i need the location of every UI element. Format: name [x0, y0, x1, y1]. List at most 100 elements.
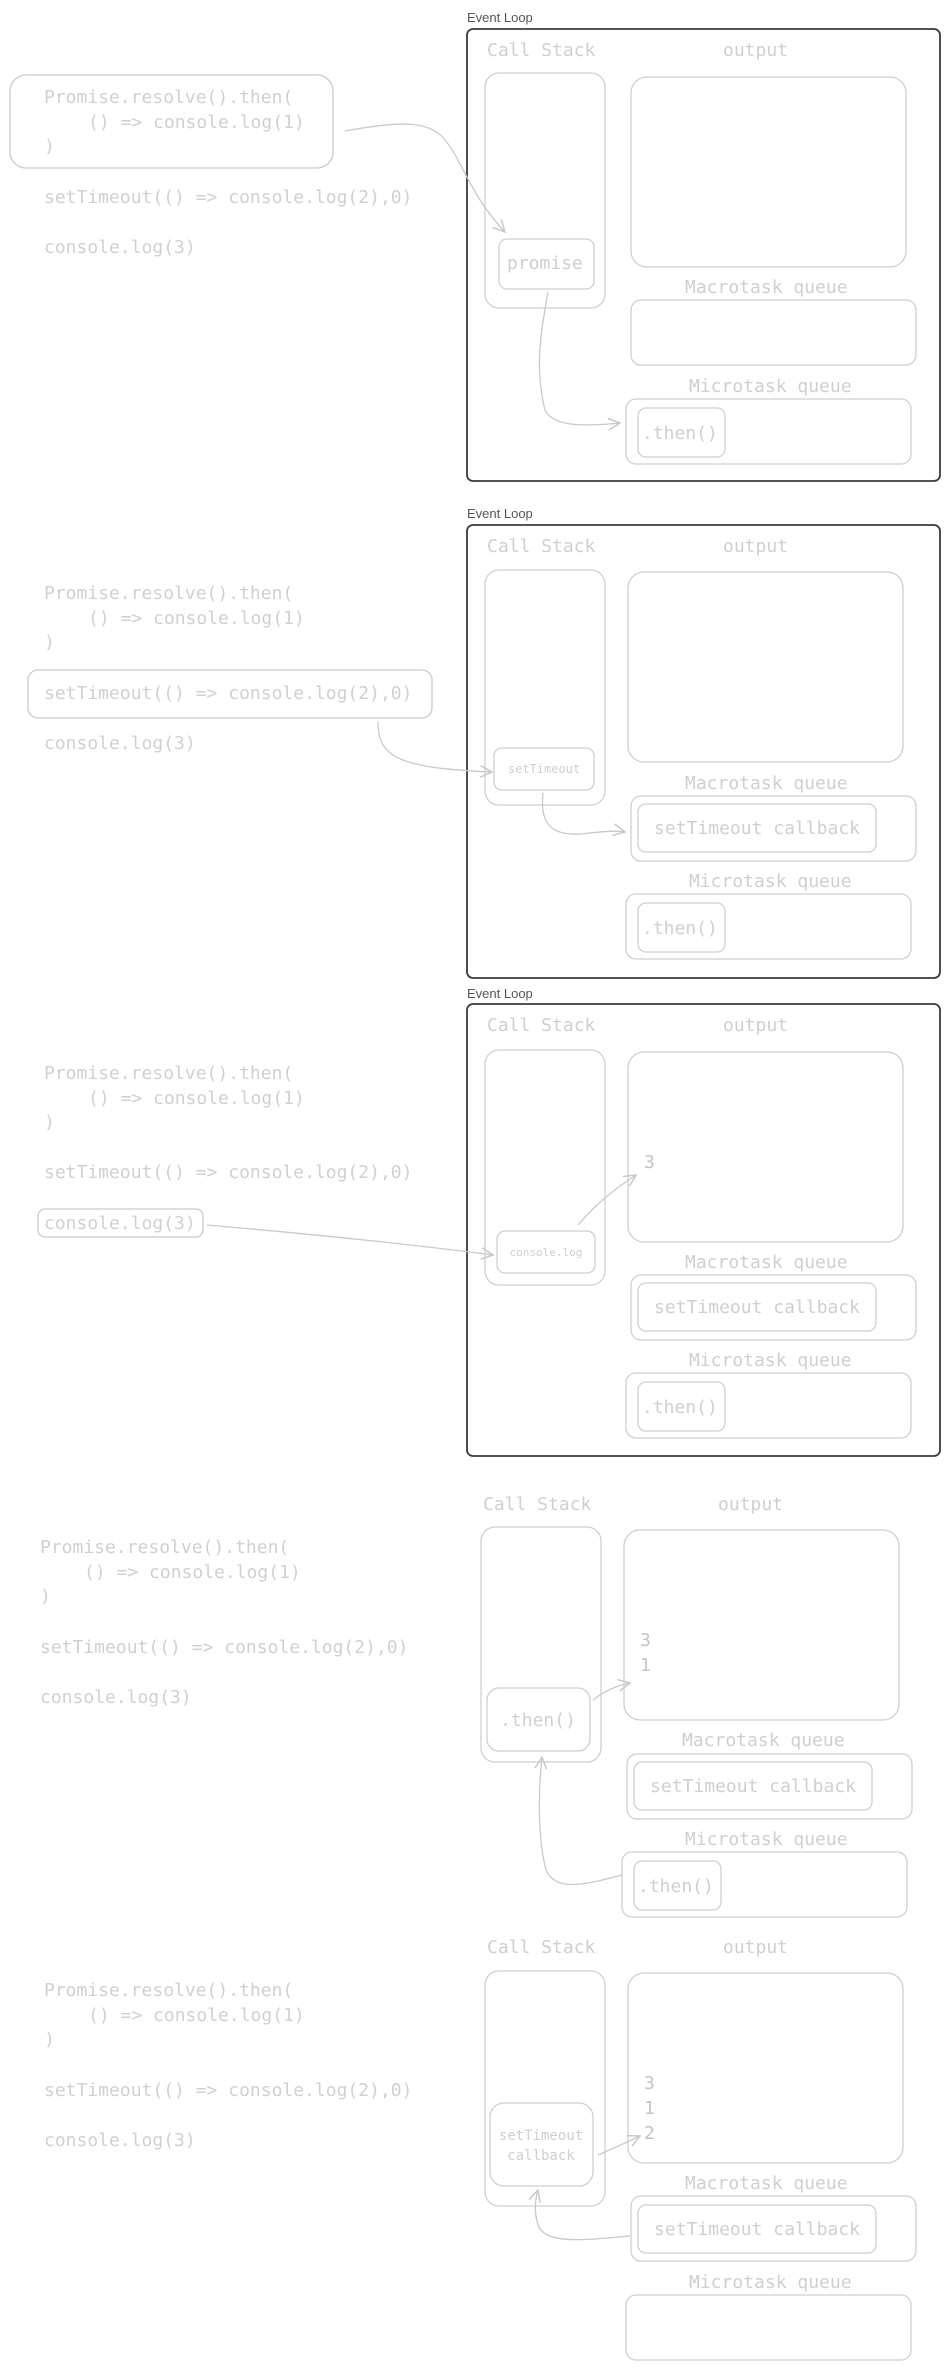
- microtask-queue-label: Microtask queue: [689, 2272, 852, 2293]
- code-line-1: Promise.resolve().then(: [44, 583, 293, 604]
- stack-item-promise-label: promise: [507, 253, 583, 274]
- arrow-stack-to-macrotask: [541, 792, 625, 834]
- event-loop-label: Event Loop: [467, 506, 533, 521]
- queue-item-settimeout-callback: [633, 1761, 873, 1811]
- microtask-queue-label: Microtask queue: [689, 376, 852, 397]
- panel-4: Promise.resolve().then( () => console.lo…: [40, 1494, 913, 1918]
- code-line-4: setTimeout(() => console.log(2),0): [44, 683, 412, 704]
- code-line-5: console.log(3): [44, 1213, 196, 1234]
- code-line-2: () => console.log(1): [84, 1562, 301, 1583]
- stack-item-settimeout-label: setTimeout: [508, 762, 580, 776]
- panel-3: Event Loop Promise.resolve().then( () =>…: [37, 986, 941, 1457]
- code-line-5: console.log(3): [44, 237, 196, 258]
- panel-1: Event Loop Promise.resolve().then( () =>…: [9, 10, 941, 482]
- call-stack-label: Call Stack: [487, 1937, 596, 1958]
- arrow-stack-to-output: [592, 1683, 630, 1701]
- microtask-queue-box: [625, 2294, 912, 2361]
- microtask-queue-label: Microtask queue: [689, 871, 852, 892]
- queue-item-settimeout-callback-label: setTimeout callback: [650, 1776, 856, 1797]
- output-box: [627, 571, 904, 763]
- code-line-4: setTimeout(() => console.log(2),0): [44, 187, 412, 208]
- queue-item-settimeout-callback: [637, 2204, 877, 2254]
- arrow-code-to-stack: [344, 123, 505, 232]
- output-box: [627, 1972, 904, 2164]
- call-stack-label: Call Stack: [487, 536, 596, 557]
- code-line-3: ): [44, 136, 55, 157]
- call-stack-label: Call Stack: [487, 1015, 596, 1036]
- arrow-microtask-to-stack: [539, 1757, 623, 1886]
- call-stack-box: [484, 1049, 606, 1286]
- microtask-queue-box: [625, 398, 912, 465]
- highlight-settimeout-code: [27, 669, 433, 719]
- code-line-4: setTimeout(() => console.log(2),0): [40, 1637, 408, 1658]
- macrotask-queue-label: Macrotask queue: [685, 277, 848, 298]
- code-line-2: () => console.log(1): [88, 608, 305, 629]
- event-loop-label: Event Loop: [467, 10, 533, 25]
- output-box: [630, 76, 907, 268]
- macrotask-queue-label: Macrotask queue: [685, 1252, 848, 1273]
- code-line-4: setTimeout(() => console.log(2),0): [44, 2080, 412, 2101]
- call-stack-label: Call Stack: [483, 1494, 592, 1515]
- event-loop-frame: [466, 524, 941, 979]
- code-line-4: setTimeout(() => console.log(2),0): [44, 1162, 412, 1183]
- output-label: output: [723, 536, 788, 557]
- code-line-5: console.log(3): [40, 1687, 192, 1708]
- stack-item-settimeout-callback: [489, 2102, 594, 2187]
- arrow-stack-to-output: [597, 2136, 640, 2156]
- macrotask-queue-box: [626, 1753, 913, 1820]
- stack-item-console-log-label: console.log: [510, 1246, 583, 1259]
- queue-item-then: [633, 1860, 722, 1911]
- code-line-3: ): [44, 2029, 55, 2050]
- output-label: output: [723, 1937, 788, 1958]
- microtask-queue-box: [625, 1372, 912, 1439]
- panel-2: Event Loop Promise.resolve().then( () =>…: [27, 506, 941, 979]
- arrow-code-to-stack: [206, 1224, 493, 1255]
- stack-item-console-log: [496, 1230, 596, 1274]
- arrow-code-to-stack: [377, 721, 492, 772]
- stack-item-promise: [498, 238, 595, 290]
- code-line-3: ): [40, 1586, 51, 1607]
- queue-item-then-label: .then(): [642, 423, 718, 444]
- output-line-2: 1: [640, 1655, 651, 1676]
- stack-item-then-label: .then(): [500, 1710, 576, 1731]
- queue-item-settimeout-callback-label: setTimeout callback: [654, 1297, 860, 1318]
- code-line-1: Promise.resolve().then(: [44, 87, 293, 108]
- microtask-queue-label: Microtask queue: [685, 1829, 848, 1850]
- stack-item-settimeout-callback-line-2: callback: [507, 2148, 575, 2164]
- queue-item-then-label: .then(): [642, 1397, 718, 1418]
- queue-item-then: [637, 902, 726, 953]
- output-label: output: [723, 1015, 788, 1036]
- output-box: [623, 1529, 900, 1721]
- code-line-3: ): [44, 1112, 55, 1133]
- queue-item-settimeout-callback: [637, 1282, 877, 1332]
- stack-item-settimeout-callback-line-1: setTimeout: [499, 2128, 583, 2144]
- stack-item-then: [486, 1687, 591, 1752]
- queue-item-settimeout-callback: [637, 803, 877, 853]
- code-line-1: Promise.resolve().then(: [44, 1063, 293, 1084]
- highlight-promise-code: [9, 74, 334, 169]
- output-line-1: 3: [644, 2073, 655, 2094]
- queue-item-settimeout-callback-label: setTimeout callback: [654, 2219, 860, 2240]
- output-label: output: [718, 1494, 783, 1515]
- output-box: [627, 1051, 904, 1243]
- microtask-queue-label: Microtask queue: [689, 1350, 852, 1371]
- code-line-1: Promise.resolve().then(: [44, 1980, 293, 2001]
- macrotask-queue-label: Macrotask queue: [682, 1730, 845, 1751]
- code-line-1: Promise.resolve().then(: [40, 1537, 289, 1558]
- queue-item-settimeout-callback-label: setTimeout callback: [654, 818, 860, 839]
- event-loop-frame: [466, 1003, 941, 1457]
- call-stack-box: [484, 569, 606, 806]
- code-line-2: () => console.log(1): [88, 112, 305, 133]
- microtask-queue-box: [621, 1851, 908, 1918]
- stack-item-settimeout: [493, 747, 595, 791]
- output-line-1: 3: [640, 1630, 651, 1651]
- macrotask-queue-label: Macrotask queue: [685, 773, 848, 794]
- output-line-1: 3: [644, 1152, 655, 1173]
- code-line-2: () => console.log(1): [88, 1088, 305, 1109]
- macrotask-queue-box: [630, 1274, 917, 1341]
- call-stack-box: [484, 1970, 606, 2207]
- output-label: output: [723, 40, 788, 61]
- queue-item-then: [637, 407, 726, 458]
- macrotask-queue-label: Macrotask queue: [685, 2173, 848, 2194]
- code-line-5: console.log(3): [44, 2130, 196, 2151]
